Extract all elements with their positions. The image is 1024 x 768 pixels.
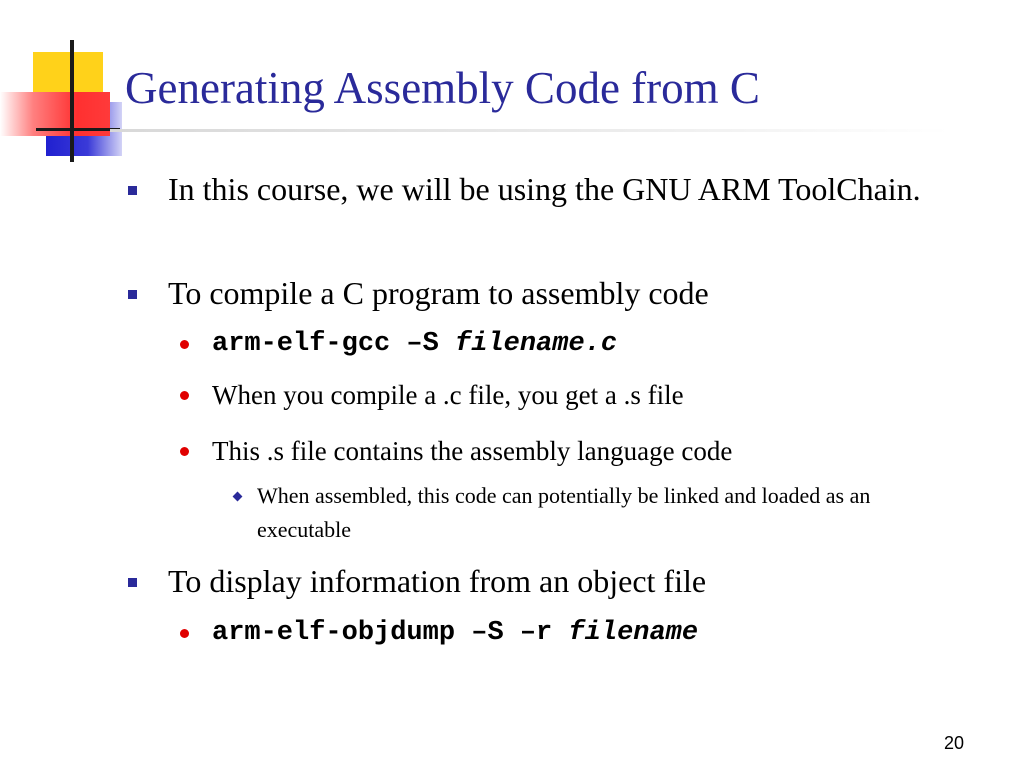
square-bullet-icon [128, 186, 137, 195]
command-argument: filename.c [455, 329, 618, 359]
command-text: arm-elf-objdump –S –r [212, 618, 569, 648]
bullet-text: To compile a C program to assembly code [168, 275, 709, 311]
page-number: 20 [943, 733, 964, 753]
sub-sub-bullet-text: When assembled, this code can potentiall… [257, 483, 871, 542]
title-underline [110, 129, 950, 132]
gcc-command: arm-elf-gcc –S filename.c [212, 325, 920, 363]
bullet-compile-to-assembly: To compile a C program to assembly code [128, 270, 928, 317]
sub-bullet-text: This .s file contains the assembly langu… [212, 436, 733, 466]
decorative-horizontal-line [36, 128, 120, 131]
command-text: arm-elf-gcc –S [212, 329, 456, 359]
bullet-text: To display information from an object fi… [168, 563, 707, 599]
round-bullet-icon [180, 629, 189, 638]
round-bullet-icon [180, 447, 189, 456]
sub-bullet-text: When you compile a .c file, you get a .s… [212, 380, 684, 410]
round-bullet-icon [180, 391, 189, 400]
square-bullet-icon [128, 290, 137, 299]
sub-bullet-assembly-contents: This .s file contains the assembly langu… [180, 432, 920, 470]
sub-bullet-gcc-command: arm-elf-gcc –S filename.c [180, 325, 920, 363]
bullet-display-object-info: To display information from an object fi… [128, 558, 928, 605]
objdump-command: arm-elf-objdump –S –r filename [212, 614, 920, 652]
sub-bullet-compile-output: When you compile a .c file, you get a .s… [180, 376, 920, 414]
decorative-vertical-line [70, 40, 74, 162]
bullet-text: In this course, we will be using the GNU… [168, 171, 921, 207]
bullet-gnu-arm-toolchain: In this course, we will be using the GNU… [128, 166, 928, 213]
diamond-bullet-icon [232, 491, 243, 502]
square-bullet-icon [128, 578, 137, 587]
round-bullet-icon [180, 340, 189, 349]
command-argument: filename [568, 618, 699, 648]
slide-title: Generating Assembly Code from C [125, 63, 760, 113]
sub-bullet-objdump-command: arm-elf-objdump –S –r filename [180, 614, 920, 652]
sub-sub-bullet-assembled-executable: When assembled, this code can potentiall… [231, 479, 931, 547]
